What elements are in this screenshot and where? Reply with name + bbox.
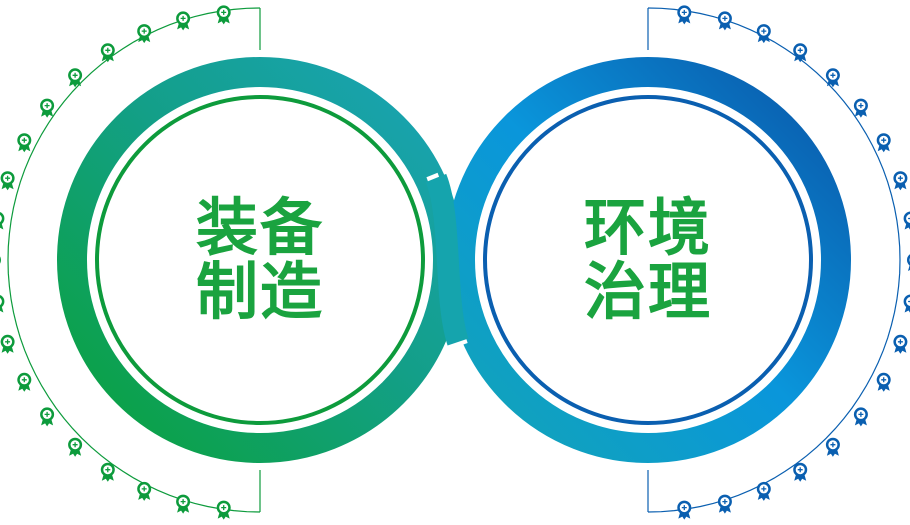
award-ribbon-icon (854, 407, 868, 426)
award-ribbon-icon (904, 295, 910, 314)
award-ribbon-icon (826, 438, 840, 457)
award-ribbon-icon (793, 463, 807, 482)
left-title-line-2: 制造 (160, 260, 360, 324)
award-ribbon-icon (757, 482, 771, 501)
award-ribbon-icon (677, 501, 691, 520)
award-ribbon-icon (17, 373, 31, 392)
award-ribbon-icon (677, 5, 691, 24)
award-ribbon-icon (0, 253, 1, 272)
award-ribbon-icon (826, 68, 840, 87)
award-ribbon-icon (854, 99, 868, 118)
award-ribbon-icon (877, 373, 891, 392)
award-ribbon-icon (68, 68, 82, 87)
award-ribbon-icon (0, 295, 4, 314)
award-ribbon-icon (17, 133, 31, 152)
award-ribbon-icon (101, 463, 115, 482)
award-ribbon-icon (217, 501, 231, 520)
right-circle-title: 环境 治理 (548, 196, 748, 324)
award-ribbon-icon (176, 495, 190, 514)
award-ribbon-icon (40, 407, 54, 426)
award-ribbon-icon (68, 438, 82, 457)
award-ribbon-icon (877, 133, 891, 152)
award-ribbon-icon (0, 212, 4, 231)
award-ribbon-icon (1, 171, 15, 190)
right-title-line-2: 治理 (548, 260, 748, 324)
award-ribbon-icon (217, 5, 231, 24)
award-ribbon-icon (793, 43, 807, 62)
award-ribbon-icon (757, 24, 771, 43)
left-title-line-1: 装备 (160, 196, 360, 260)
award-ribbon-icon (137, 24, 151, 43)
award-ribbon-icon (718, 495, 732, 514)
award-ribbon-icon (101, 43, 115, 62)
right-title-line-1: 环境 (548, 196, 748, 260)
award-ribbon-icon (904, 212, 910, 231)
award-ribbon-icon (718, 11, 732, 30)
left-circle-title: 装备 制造 (160, 196, 360, 324)
award-ribbon-icon (893, 335, 907, 354)
award-ribbon-icon (1, 335, 15, 354)
award-ribbon-icon (176, 11, 190, 30)
award-ribbon-icon (137, 482, 151, 501)
award-ribbon-icon (40, 99, 54, 118)
award-ribbon-icon (893, 171, 907, 190)
